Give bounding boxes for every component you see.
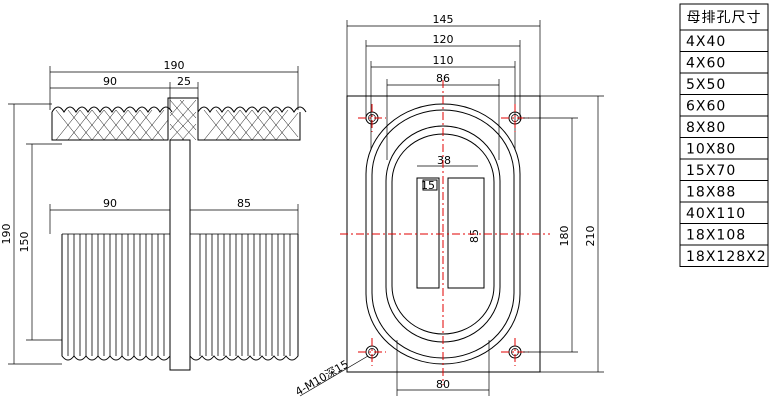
busbar-slot-right bbox=[447, 177, 485, 289]
side-view: 190 90 25 bbox=[0, 59, 307, 371]
hole-note-leader bbox=[299, 355, 369, 397]
dim-w15: 15 bbox=[421, 179, 435, 192]
dim-w80: 80 bbox=[436, 378, 450, 391]
corrugated-body-right bbox=[189, 233, 299, 361]
table-header: 母排孔尺寸 bbox=[687, 10, 762, 26]
hole-note: 4-M10深15 bbox=[293, 358, 351, 399]
table-cell: 18X128X2 bbox=[686, 249, 767, 265]
table-cell: 18X88 bbox=[686, 185, 736, 201]
dim-top-mid: 25 bbox=[177, 75, 191, 88]
dim-top-left: 90 bbox=[103, 75, 117, 88]
corrugated-body-left bbox=[61, 233, 171, 361]
table-cell: 40X110 bbox=[686, 206, 746, 222]
dim-overall-width: 190 bbox=[164, 59, 185, 72]
table-cell: 10X80 bbox=[686, 142, 736, 158]
dim-height-outer: 190 bbox=[0, 224, 13, 245]
slot-detail bbox=[422, 179, 438, 191]
dim-w110: 110 bbox=[433, 54, 454, 67]
dim-height-inner: 150 bbox=[18, 232, 31, 253]
flange-outline bbox=[51, 97, 301, 141]
dim-h85: 85 bbox=[468, 229, 481, 243]
front-view: 145 120 110 86 38 15 85 bbox=[293, 13, 604, 399]
dim-w145: 145 bbox=[433, 13, 454, 26]
flange-ripple-left bbox=[51, 106, 173, 113]
table-cell: 18X108 bbox=[686, 228, 746, 244]
table-cell: 5X50 bbox=[686, 77, 726, 93]
flange-hatch bbox=[55, 99, 299, 141]
dim-mid-right: 85 bbox=[237, 197, 251, 210]
table-cell: 15X70 bbox=[686, 163, 736, 179]
central-stem bbox=[169, 139, 191, 371]
dim-h180: 180 bbox=[558, 226, 571, 247]
dim-h210: 210 bbox=[584, 226, 597, 247]
table-cell: 6X60 bbox=[686, 99, 726, 115]
table-cell: 4X40 bbox=[686, 34, 726, 50]
dim-w86: 86 bbox=[436, 72, 450, 85]
table-row bbox=[679, 244, 769, 267]
flange-ripple-right bbox=[197, 106, 307, 113]
dim-w120: 120 bbox=[433, 33, 454, 46]
table-cell: 4X60 bbox=[686, 56, 726, 72]
dim-w38: 38 bbox=[437, 154, 451, 167]
table-cell: 8X80 bbox=[686, 120, 726, 136]
busbar-hole-table: 母排孔尺寸 4X40 4X60 5X50 6X60 8X80 10X80 15X70 18X8… bbox=[679, 3, 769, 267]
dim-mid-left: 90 bbox=[103, 197, 117, 210]
busbar-slot-left bbox=[416, 177, 440, 289]
